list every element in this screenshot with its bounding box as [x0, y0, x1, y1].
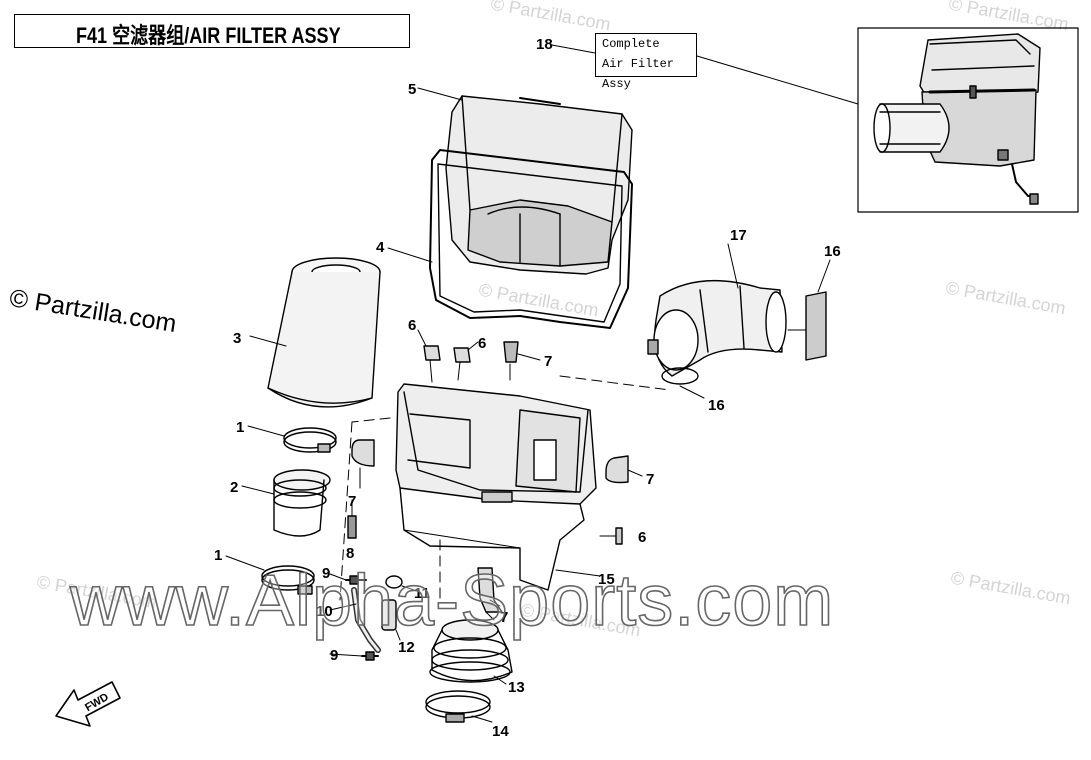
inset-complete-assembly [857, 27, 1079, 213]
part-15-airbox-body [395, 383, 597, 591]
part-9-hose-clip-top [345, 575, 367, 585]
callout-line-1: Complete [602, 37, 660, 51]
label-part-10: 10 [316, 603, 333, 620]
part-7-side-clip-left [351, 439, 375, 489]
title-frame [14, 14, 410, 48]
label-part-11: 11 [414, 585, 430, 602]
label-part-17: 17 [730, 227, 747, 244]
label-part-7-d: 7 [500, 609, 508, 626]
part-17-intake-duct [653, 280, 787, 377]
fwd-arrow-icon [55, 681, 121, 727]
label-part-3: 3 [233, 330, 241, 347]
label-part-12: 12 [398, 639, 415, 656]
part-14-outlet-clamp [425, 690, 491, 723]
label-part-7-a: 7 [544, 353, 552, 370]
label-part-7-c: 7 [646, 471, 654, 488]
part-12-drain-plug [381, 599, 401, 641]
part-6-strip-right [599, 527, 623, 545]
label-part-9-bottom: 9 [330, 647, 338, 664]
label-part-1-bottom: 1 [214, 547, 222, 564]
part-5-airbox-cover [445, 95, 633, 275]
label-part-9-top: 9 [322, 565, 330, 582]
part-7-drain-valve-bottom [477, 567, 503, 621]
label-part-2: 2 [230, 479, 238, 496]
label-part-6-c: 6 [638, 529, 646, 546]
part-11-clip [385, 575, 415, 591]
part-10-drain-hose [351, 587, 381, 653]
part-3-filter-element [267, 257, 381, 408]
complete-assembly-callout: Complete Air Filter Assy [595, 33, 697, 91]
part-13-outlet-boot [429, 619, 513, 683]
watermark-alpha-sports: www.Alpha-Sports.com [69, 560, 835, 642]
part-4-gasket [429, 149, 633, 329]
part-number-labels: 18 5 4 17 16 3 6 6 7 16 1 2 7 7 6 8 1 9 … [214, 36, 841, 740]
label-part-8: 8 [346, 545, 354, 562]
part-16-duct-clamp [647, 339, 699, 385]
part-8-foam-strip [347, 499, 357, 539]
part-1-upper-clamp [283, 427, 337, 453]
label-part-16-top: 16 [824, 243, 841, 260]
label-part-13: 13 [508, 679, 525, 696]
label-part-16-bottom: 16 [708, 397, 725, 414]
part-16-duct-seal [787, 291, 827, 361]
label-part-7-b: 7 [348, 493, 356, 510]
part-7-drain-valve-top [503, 341, 541, 381]
label-part-15: 15 [598, 571, 615, 588]
callout-line-2: Air Filter Assy [602, 57, 675, 91]
part-7-side-clip-right [605, 455, 643, 484]
part-2-coupler [273, 469, 331, 537]
label-part-6-b: 6 [478, 335, 486, 352]
diagram-title: F41 空滤器组/AIR FILTER ASSY [76, 23, 341, 48]
label-part-6-a: 6 [408, 317, 416, 334]
label-part-1-top: 1 [236, 419, 244, 436]
part-6-foam-pads [423, 345, 471, 383]
part-9-hose-clip-bottom [361, 651, 379, 661]
label-part-14: 14 [492, 723, 509, 740]
part-1-lower-clamp [261, 565, 315, 595]
label-part-18: 18 [536, 36, 553, 53]
label-part-4: 4 [376, 239, 385, 256]
label-part-5: 5 [408, 81, 416, 98]
